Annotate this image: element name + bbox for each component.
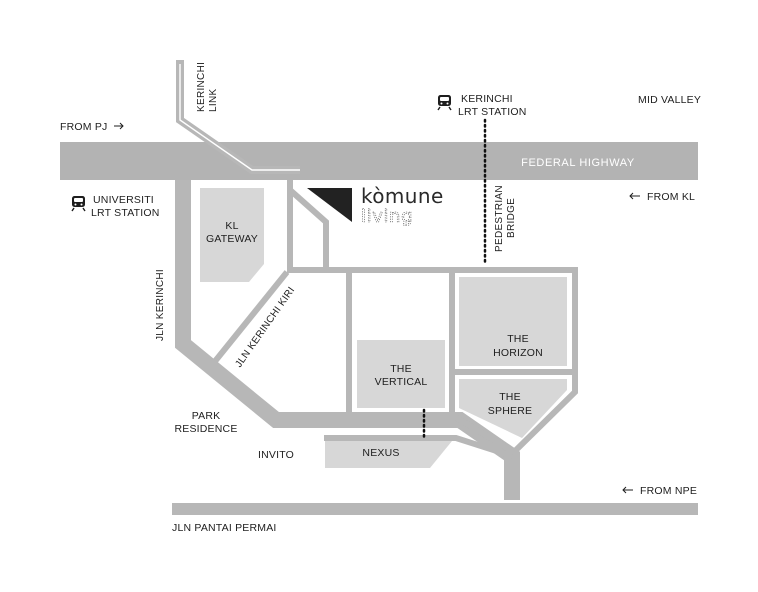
arrow-left-icon [629,192,640,200]
federal-highway [60,142,698,180]
from-npe-label: FROM NPE [640,485,697,497]
train-icon [437,95,452,111]
brand-line2: living [361,206,413,227]
kl-gateway-block: KL GATEWAY [200,188,264,282]
arrow-left-icon [622,486,633,494]
komune-living-marker [307,188,352,222]
from-kl-label: FROM KL [647,191,695,203]
nexus-block: NEXUS [325,441,452,468]
from-pj-label: FROM PJ [60,121,107,133]
svg-text:KERINCHI: KERINCHI [196,62,207,112]
universiti-lrt-station: UNIVERSITI LRT STATION [71,194,160,219]
jln-pantai-permai-road [172,503,698,515]
from-kl-direction: FROM KL [629,191,695,203]
jln-kerinchi-road [175,180,520,500]
nexus-label: NEXUS [362,447,399,459]
the-horizon-label-line2: HORIZON [493,347,543,359]
universiti-station-line2: LRT STATION [91,207,160,219]
pedestrian-bridge-label: PEDESTRIAN BRIDGE [494,185,517,252]
the-horizon-block: THE HORIZON [459,277,567,366]
kl-gateway-label-line2: GATEWAY [206,233,258,245]
kerinchi-station-line2: LRT STATION [458,106,527,118]
the-sphere-label-line2: SPHERE [488,405,532,417]
from-npe-direction: FROM NPE [622,485,697,497]
the-vertical-label-line2: VERTICAL [375,376,428,388]
brand-line1: kòmune [361,184,444,208]
park-residence-label-line1: PARK [192,410,221,422]
kerinchi-link-label: KERINCHI LINK [196,62,219,112]
svg-text:LINK: LINK [208,89,219,112]
the-vertical-label-line1: THE [390,363,412,375]
the-sphere-block: THE SPHERE [459,379,567,438]
the-sphere-label-line1: THE [499,391,521,403]
the-vertical-block: THE VERTICAL [357,340,445,408]
kerinchi-link-road [176,60,300,174]
kl-gateway-label-line1: KL [225,220,238,232]
svg-text:BRIDGE: BRIDGE [506,198,517,238]
invito-label: INVITO [258,449,294,461]
universiti-station-line1: UNIVERSITI [93,194,154,206]
park-residence-label-line2: RESIDENCE [174,423,237,435]
jln-pantai-permai-label: JLN PANTAI PERMAI [172,522,277,534]
train-icon [71,196,86,212]
local-roads [209,180,578,455]
from-pj-direction: FROM PJ [60,121,124,133]
federal-highway-label: FEDERAL HIGHWAY [521,157,635,169]
kerinchi-lrt-station: KERINCHI LRT STATION [437,93,527,118]
jln-kerinchi-label: JLN KERINCHI [155,269,166,341]
the-horizon-label-line1: THE [507,333,529,345]
kerinchi-station-line1: KERINCHI [461,93,513,105]
svg-text:PEDESTRIAN: PEDESTRIAN [494,185,505,252]
mid-valley-label: MID VALLEY [638,94,701,106]
arrow-right-icon [114,122,124,130]
